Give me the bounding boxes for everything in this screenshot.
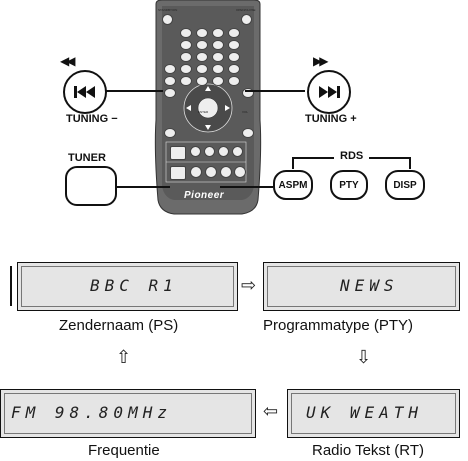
rt-display: UK WEATH — [287, 389, 460, 438]
key[interactable] — [204, 146, 215, 157]
leader-line — [245, 90, 305, 92]
tuning-minus-key[interactable] — [164, 88, 176, 98]
cd-usb-key[interactable] — [170, 166, 186, 180]
cut-edge — [10, 266, 12, 306]
num-key[interactable] — [212, 40, 224, 50]
vol-label: VOL — [242, 110, 249, 114]
folder-key[interactable] — [164, 128, 176, 138]
num-key[interactable] — [180, 40, 192, 50]
num-key[interactable] — [180, 52, 192, 62]
num-key[interactable] — [212, 28, 224, 38]
transport-key[interactable] — [164, 64, 176, 74]
standby-key[interactable] — [162, 14, 173, 25]
arrow-left-icon: ⇦ — [263, 401, 279, 421]
transport-key[interactable] — [212, 64, 224, 74]
pty-key[interactable] — [205, 166, 217, 178]
rds-label: RDS — [334, 150, 370, 162]
num-key[interactable] — [228, 52, 240, 62]
num-key[interactable] — [212, 52, 224, 62]
tuner-key[interactable] — [170, 146, 186, 160]
skip-forward-icon — [319, 86, 340, 98]
num-key[interactable] — [196, 40, 208, 50]
aspm-button[interactable]: ASPM — [273, 170, 313, 200]
leader-line — [220, 186, 273, 188]
prev-track-button[interactable] — [63, 70, 107, 114]
num-key[interactable] — [180, 28, 192, 38]
freq-display-text: FM 98.80MHz — [11, 403, 172, 422]
key[interactable] — [218, 146, 229, 157]
ps-display: BBC R1 — [17, 262, 238, 311]
arrow-down-icon: ⇩ — [356, 347, 372, 367]
vol-key[interactable] — [242, 128, 254, 138]
num-key[interactable] — [196, 52, 208, 62]
remote-body — [154, 0, 262, 215]
num-key[interactable] — [228, 40, 240, 50]
rt-display-text: UK WEATH — [306, 403, 424, 422]
ff-arrows: ▶▶ — [313, 54, 329, 68]
tuning-minus-label: TUNING − — [66, 113, 118, 125]
tuning-plus-label: TUNING + — [305, 113, 357, 125]
key[interactable] — [190, 146, 201, 157]
tuner-button[interactable] — [65, 166, 117, 206]
remote-control: STANDBY/ON OPEN/CLOSE ENTER VOL Pioneer — [152, 0, 264, 217]
pty-display: NEWS — [263, 262, 460, 311]
num-key[interactable] — [196, 28, 208, 38]
transport-key[interactable] — [228, 76, 240, 86]
key[interactable] — [234, 166, 246, 178]
rewind-arrows: ◀◀ — [60, 54, 76, 68]
standby-label: STANDBY/ON — [158, 8, 178, 12]
num-key[interactable] — [228, 28, 240, 38]
transport-key[interactable] — [164, 76, 176, 86]
freq-caption: Frequentie — [88, 442, 160, 459]
pty-button[interactable]: PTY — [330, 170, 368, 200]
key[interactable] — [232, 146, 243, 157]
pty-display-text: NEWS — [340, 276, 399, 295]
transport-key[interactable] — [228, 64, 240, 74]
leader-line — [115, 186, 170, 188]
skip-back-icon — [74, 86, 95, 98]
rds-bracket — [409, 157, 411, 169]
remote-brand: Pioneer — [184, 190, 225, 201]
transport-key[interactable] — [196, 64, 208, 74]
freq-display: FM 98.80MHz — [0, 389, 256, 438]
rt-caption: Radio Tekst (RT) — [312, 442, 424, 459]
open-close-label: OPEN/CLOSE — [236, 8, 256, 12]
arrow-right-icon: ⇨ — [241, 275, 257, 295]
disp-button[interactable]: DISP — [385, 170, 425, 200]
tuning-plus-key[interactable] — [242, 88, 254, 98]
tuner-label: TUNER — [68, 152, 106, 164]
transport-key[interactable] — [180, 76, 192, 86]
next-track-button[interactable] — [307, 70, 351, 114]
transport-key[interactable] — [180, 64, 192, 74]
disp-key[interactable] — [220, 166, 232, 178]
pty-caption: Programmatype (PTY) — [263, 317, 414, 334]
ps-caption: Zendernaam (PS) — [59, 317, 179, 334]
aspm-key[interactable] — [190, 166, 202, 178]
rds-bracket — [292, 157, 294, 169]
transport-key[interactable] — [212, 76, 224, 86]
arrow-up-icon: ⇧ — [116, 347, 132, 367]
ps-display-text: BBC R1 — [90, 276, 178, 295]
enter-key-label: ENTER — [198, 110, 209, 114]
transport-key[interactable] — [196, 76, 208, 86]
open-close-key[interactable] — [241, 14, 252, 25]
leader-line — [105, 90, 163, 92]
